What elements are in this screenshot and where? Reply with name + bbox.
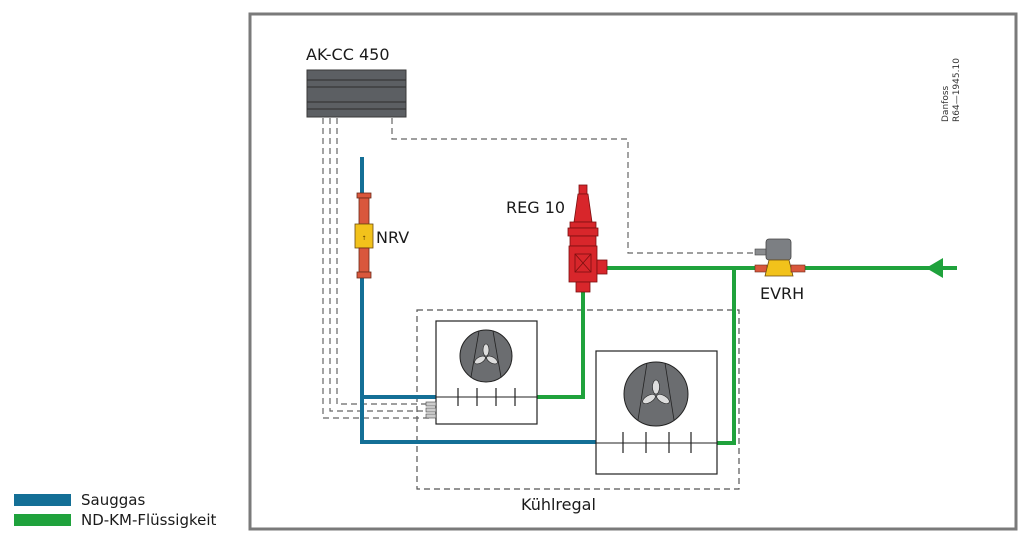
reg-valve[interactable] — [567, 184, 608, 293]
legend-item-liquid: ND-KM-Flüssigkeit — [14, 510, 216, 530]
flow-arrow-icon — [926, 258, 943, 278]
evrh-label: EVRH — [760, 284, 804, 303]
control-wires — [322, 118, 760, 419]
sensor-connectors — [425, 401, 437, 419]
reference-text-line1: Danfoss — [941, 85, 951, 122]
legend-swatch-suction — [14, 494, 71, 506]
fan-icon — [474, 343, 498, 365]
legend-item-suction: Sauggas — [14, 490, 216, 510]
controller-box[interactable] — [306, 69, 407, 118]
cabinet-label: Kühlregal — [521, 495, 596, 514]
reference-text-line2: R64—1945.10 — [952, 58, 962, 122]
nrv-label: NRV — [376, 228, 409, 247]
evaporator-unit-2[interactable] — [595, 350, 718, 475]
legend: Sauggas ND-KM-Flüssigkeit — [14, 490, 216, 530]
legend-swatch-liquid — [14, 514, 71, 526]
svg-text:↑: ↑ — [361, 235, 366, 242]
legend-label-liquid: ND-KM-Flüssigkeit — [81, 511, 217, 529]
evrh-valve[interactable] — [754, 238, 806, 277]
fan-icon — [642, 379, 670, 404]
cabinet-boundary — [416, 309, 740, 490]
diagram-frame — [248, 12, 1018, 531]
reg-label: REG 10 — [506, 198, 565, 217]
nrv-valve[interactable]: ↑ — [354, 192, 374, 279]
legend-label-suction: Sauggas — [81, 491, 146, 509]
controller-label: AK-CC 450 — [306, 45, 390, 64]
evaporator-unit-1[interactable] — [425, 320, 538, 425]
